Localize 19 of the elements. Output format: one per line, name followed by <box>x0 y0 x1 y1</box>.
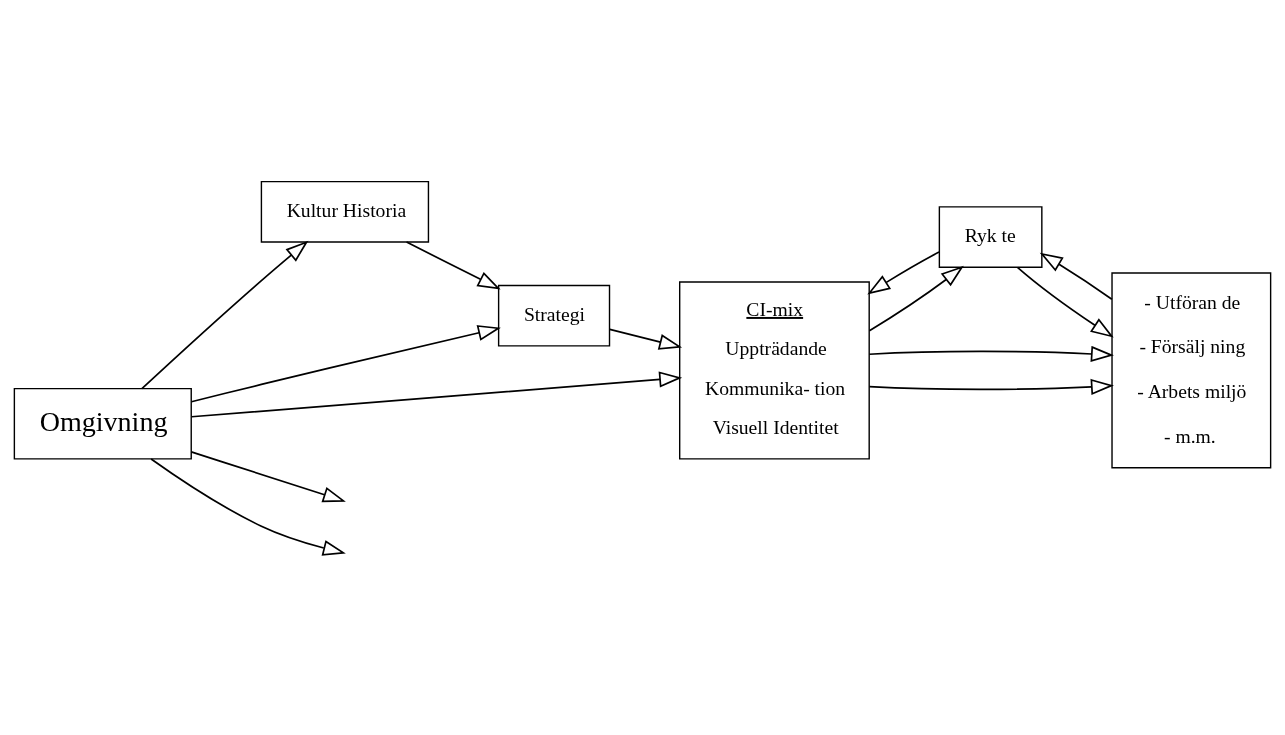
node-box: Ryk te <box>938 206 1043 268</box>
node-box: Strategi <box>497 284 611 347</box>
arrow <box>150 458 346 556</box>
node-box: Kultur Historia <box>260 180 430 243</box>
node-box: Omgivning <box>13 387 192 460</box>
node-box: CI-mix Uppträdande Kommunika- tion Visuell Identitet <box>679 281 870 460</box>
arrow <box>1039 252 1113 301</box>
arrow <box>868 345 1114 362</box>
arrow <box>868 378 1114 395</box>
arrow <box>608 328 683 350</box>
arrow <box>190 325 501 403</box>
arrow <box>190 451 346 503</box>
arrow <box>867 251 940 295</box>
node-box: - Utföran de - Försälj ning - Arbets miljö - m.m. <box>1111 272 1272 469</box>
arrow <box>190 371 683 418</box>
arrow <box>1016 266 1114 338</box>
arrow <box>868 265 964 332</box>
arrow <box>141 240 309 390</box>
arrow <box>405 241 501 290</box>
